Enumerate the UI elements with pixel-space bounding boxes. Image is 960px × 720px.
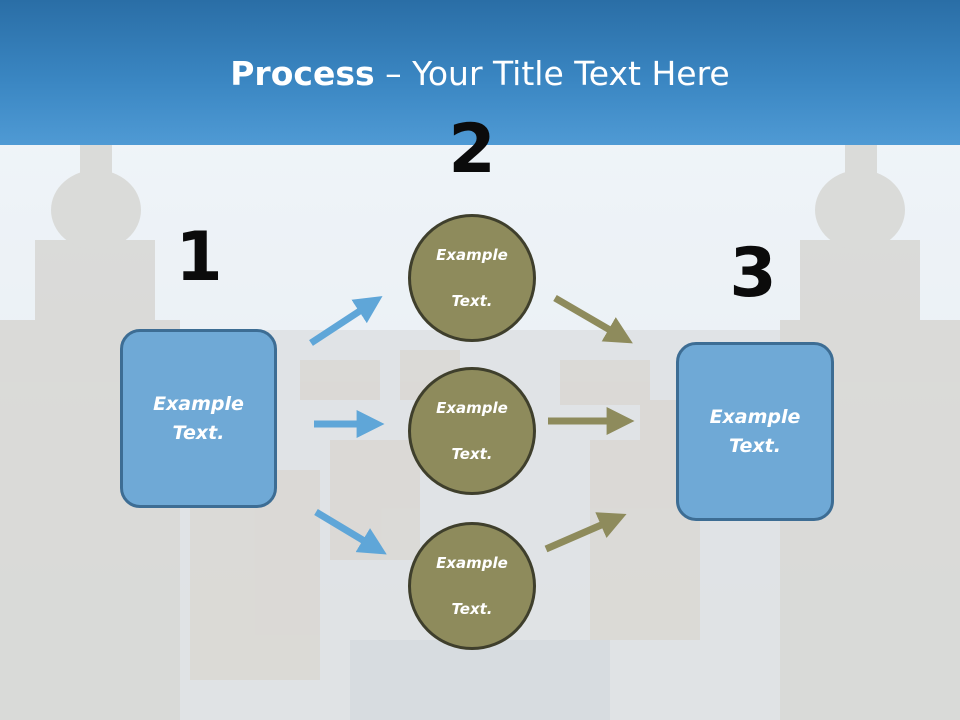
header-band: Process – Your Title Text Here <box>0 0 960 145</box>
left-box-line1: Example <box>153 392 244 415</box>
circle-middle-line2: Text. <box>451 444 493 463</box>
right-box-line1: Example <box>709 405 801 428</box>
right-box-line2: Text. <box>729 434 781 457</box>
circle-middle-line1: Example <box>436 398 508 417</box>
step-number-2: 2 <box>448 110 496 189</box>
title-bold: Process <box>230 54 375 93</box>
circle-bottom-line2: Text. <box>451 599 493 618</box>
title-rest: – Your Title Text Here <box>374 54 730 93</box>
step-number-3: 3 <box>729 234 777 313</box>
circle-bottom-line1: Example <box>436 553 508 572</box>
left-box-line2: Text. <box>172 421 225 444</box>
circle-top-line2: Text. <box>451 291 493 310</box>
circle-top-line1: Example <box>436 245 508 264</box>
step-number-1: 1 <box>175 218 223 297</box>
slide-title: Process – Your Title Text Here <box>0 52 960 96</box>
